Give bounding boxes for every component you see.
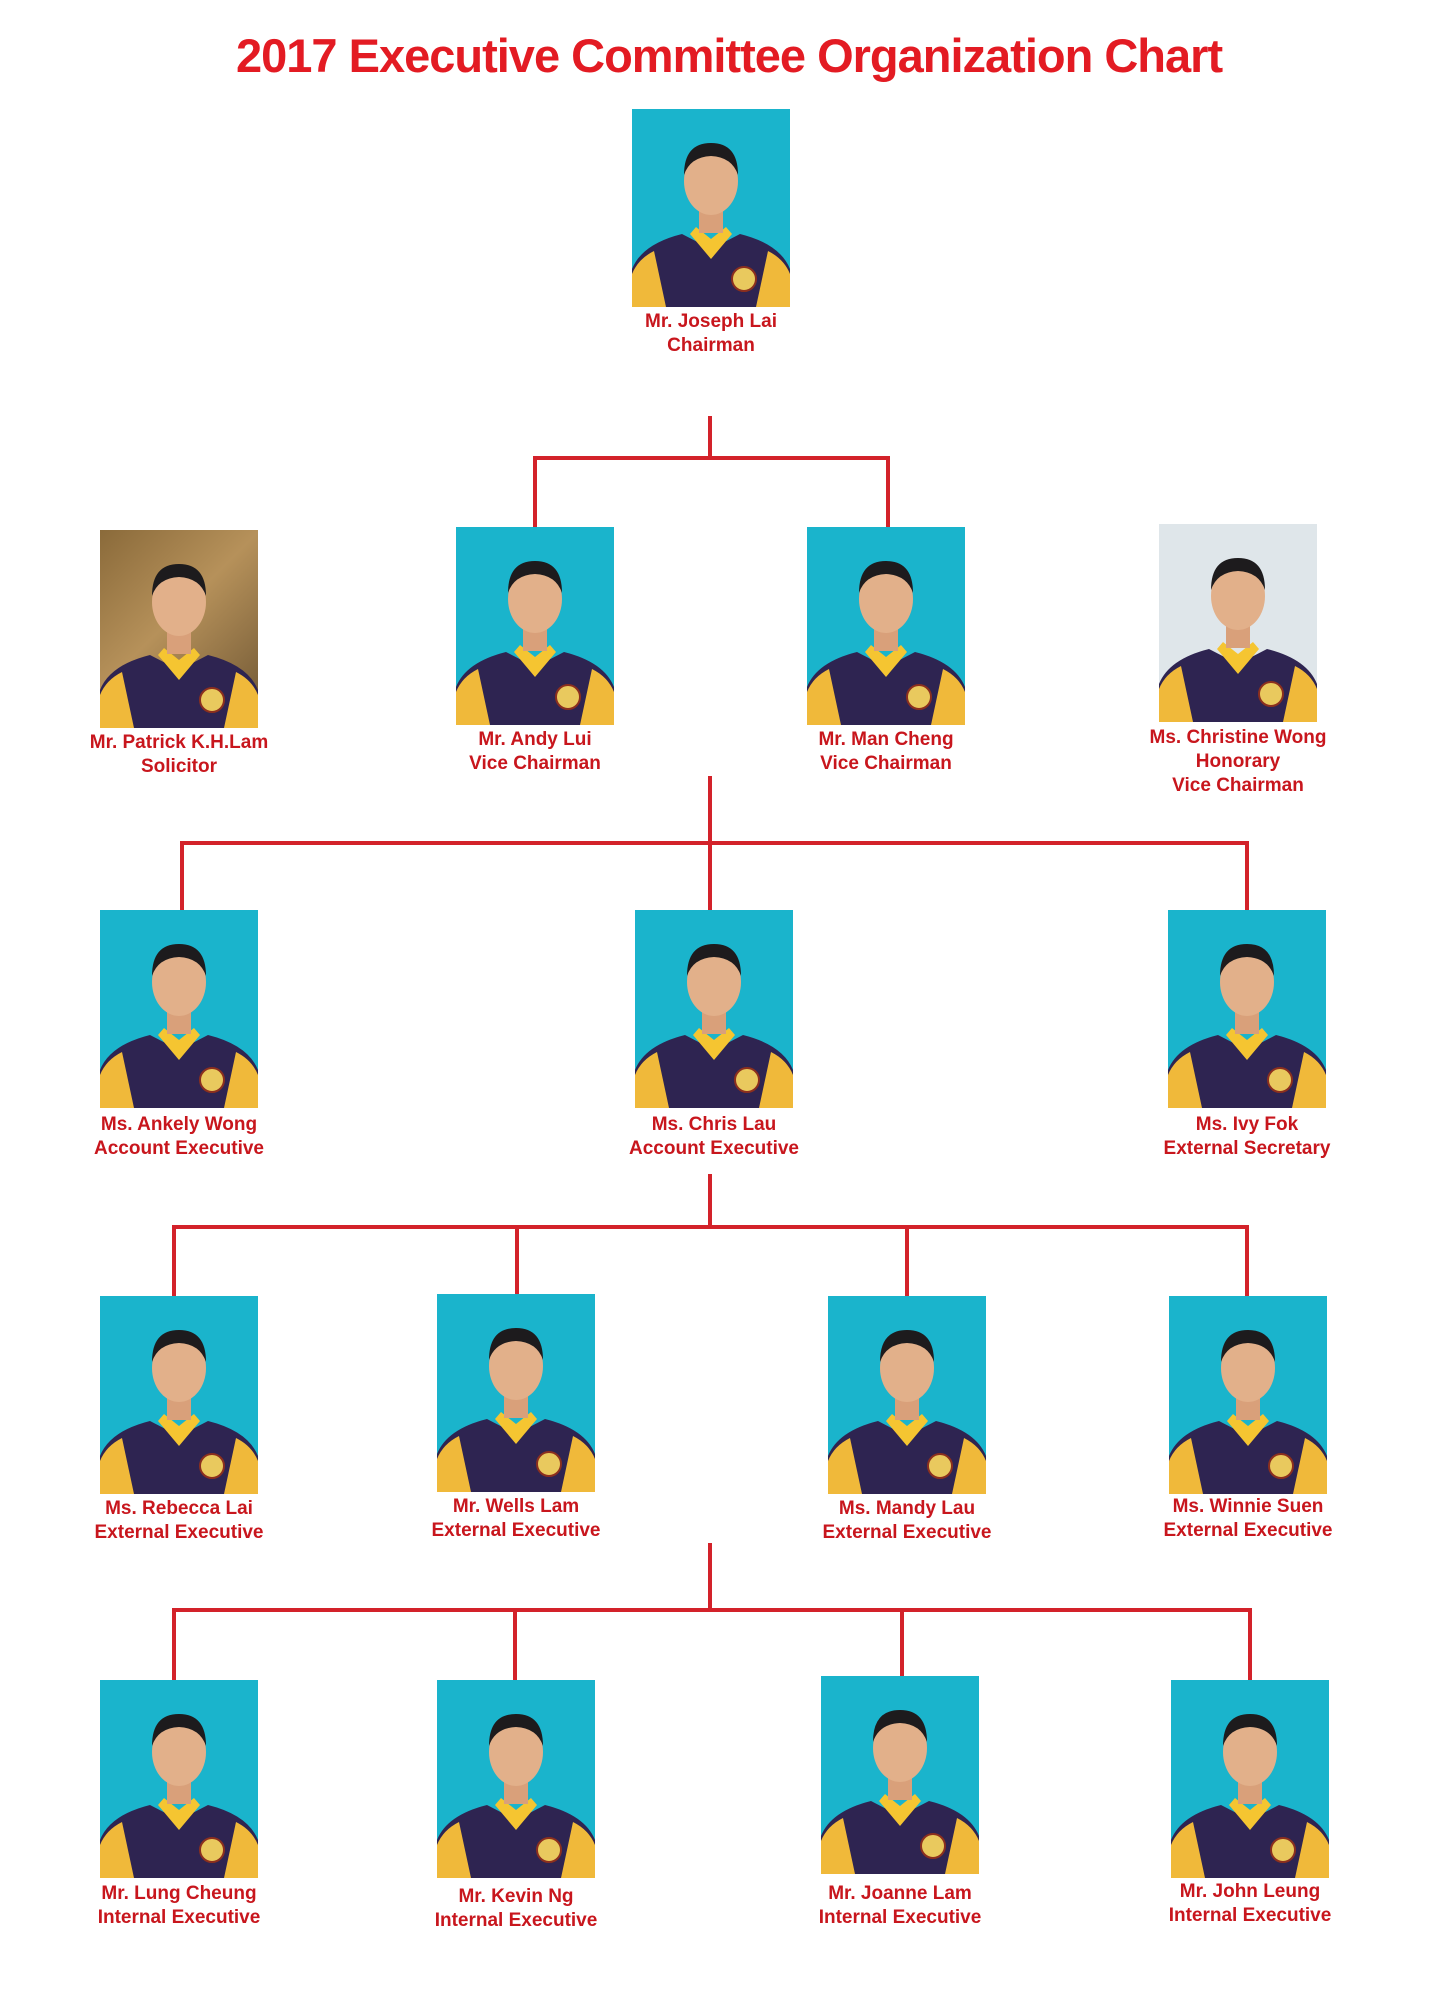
member-name: Ms. Chris Lau	[651, 1114, 777, 1135]
member-role: Internal Executive	[1168, 1905, 1332, 1926]
member-role: External Executive	[431, 1520, 601, 1541]
photo-mandy-lau	[828, 1296, 986, 1494]
member-name: Mr. Wells Lam	[452, 1496, 580, 1517]
member-name: Ms. Rebecca Lai	[105, 1498, 253, 1519]
member-name: Mr. Patrick K.H.Lam	[89, 732, 269, 753]
photo-andy-lui	[456, 527, 614, 725]
member-role: Account Executive	[94, 1138, 264, 1159]
photo-chris-lau	[635, 910, 793, 1108]
member-role: External Executive	[1163, 1520, 1333, 1541]
photo-joseph-lai	[632, 109, 790, 307]
member-name: Ms. Winnie Suen	[1172, 1496, 1324, 1517]
caption-kevin-ng: Mr. Kevin Ng Internal Executive	[396, 1885, 636, 1933]
member-name: Ms. Mandy Lau	[838, 1498, 976, 1519]
photo-christine-wong	[1159, 524, 1317, 722]
photo-rebecca-lai	[100, 1296, 258, 1494]
member-name: Mr. Kevin Ng	[458, 1886, 574, 1907]
photo-ivy-fok	[1168, 910, 1326, 1108]
photo-joanne-lam	[821, 1676, 979, 1874]
photo-man-cheng	[807, 527, 965, 725]
chart-title-text: 2017 Executive Committee Organization Ch…	[236, 29, 1223, 82]
member-role: Vice Chairman	[1172, 775, 1304, 796]
photo-ankely-wong	[100, 910, 258, 1108]
member-name: Mr. Joseph Lai	[645, 311, 777, 332]
member-role: Honorary	[1195, 751, 1281, 772]
member-role: Vice Chairman	[820, 753, 952, 774]
member-role: Internal Executive	[97, 1907, 261, 1928]
member-name: Ms. Christine Wong	[1149, 727, 1327, 748]
member-name: Mr. Man Cheng	[818, 729, 954, 750]
member-role: Account Executive	[629, 1138, 799, 1159]
member-name: Mr. Andy Lui	[478, 729, 592, 750]
photo-john-leung	[1171, 1680, 1329, 1878]
member-role: External Secretary	[1163, 1138, 1331, 1159]
member-role: Chairman	[667, 335, 755, 356]
member-name: Ms. Ankely Wong	[100, 1114, 258, 1135]
member-name: Ms. Ivy Fok	[1195, 1114, 1299, 1135]
photo-winnie-suen	[1169, 1296, 1327, 1494]
member-role: Internal Executive	[818, 1907, 982, 1928]
member-role: External Executive	[94, 1522, 264, 1543]
member-role: Vice Chairman	[469, 753, 601, 774]
member-role: Internal Executive	[434, 1910, 598, 1931]
member-name: Mr. John Leung	[1179, 1881, 1321, 1902]
member-role: External Executive	[822, 1522, 992, 1543]
photo-kevin-ng	[437, 1680, 595, 1878]
photo-lung-cheung	[100, 1680, 258, 1878]
photo-wells-lam	[437, 1294, 595, 1492]
member-name: Mr. Lung Cheung	[101, 1883, 257, 1904]
member-role: Solicitor	[140, 756, 217, 777]
member-name: Mr. Joanne Lam	[828, 1883, 972, 1904]
photo-patrick-lam	[100, 530, 258, 728]
